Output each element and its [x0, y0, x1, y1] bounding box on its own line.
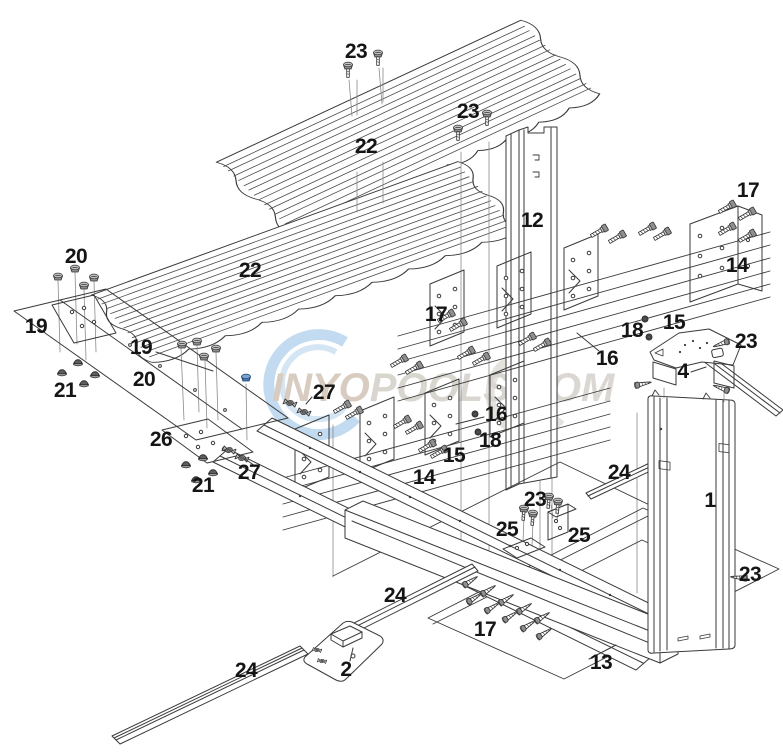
end-bracket-14: [689, 205, 763, 303]
wall-panel-top: [215, 19, 601, 237]
leader-lines: [155, 332, 707, 662]
wall-panel-lower: [90, 161, 520, 363]
highlighted-screw: [241, 373, 251, 382]
bottom-channel: [344, 500, 679, 664]
hold-down-brackets: [502, 493, 577, 559]
bottom-plate: [303, 620, 384, 682]
panel-screws: [344, 50, 492, 140]
top-cap: [633, 328, 749, 582]
upright-post: [647, 389, 736, 654]
stabilizer-plates: [13, 264, 313, 484]
upper-bracket-row: [388, 199, 771, 402]
